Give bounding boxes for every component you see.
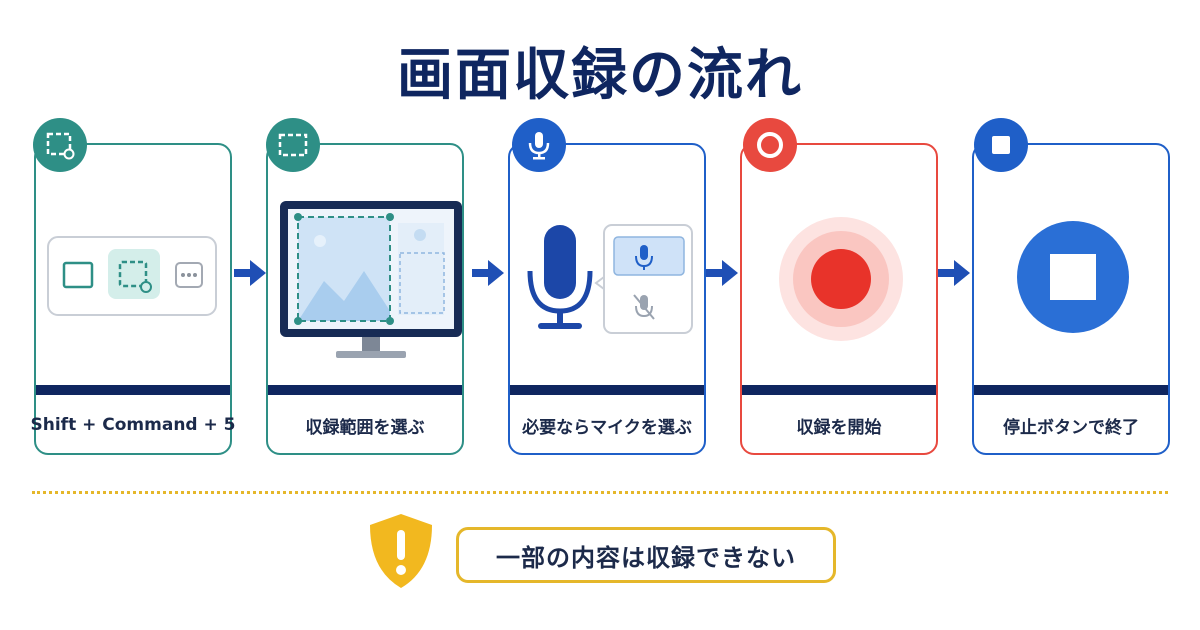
stop-icon: [974, 118, 1028, 172]
microphone-selection-illustration: [527, 224, 693, 334]
step-label: Shift + Command + 5: [30, 415, 236, 435]
page-title: 画面収録の流れ: [397, 43, 803, 108]
step-card-select-area: 収録範囲を選ぶ: [266, 143, 464, 455]
stop-button-illustration: [1017, 221, 1129, 333]
screenshot-selection-icon: [33, 118, 87, 172]
window-capture-icon: [62, 261, 94, 289]
screenshot-toolbar-illustration: [47, 236, 217, 316]
dashed-rectangle-icon: [266, 118, 320, 172]
step-card-microphone: 必要ならマイクを選ぶ: [508, 143, 706, 455]
step-label: 必要ならマイクを選ぶ: [522, 417, 692, 438]
record-button-illustration: [779, 217, 903, 341]
monitor-selection-illustration: [280, 201, 462, 358]
warning-message: 一部の内容は収録できない: [456, 527, 836, 583]
arrow-right-icon: [706, 260, 738, 286]
arrow-right-icon: [938, 260, 970, 286]
step-label: 収録範囲を選ぶ: [305, 417, 425, 438]
arrow-right-icon: [234, 260, 266, 286]
step-label: 収録を開始: [796, 417, 882, 438]
selection-capture-icon: [118, 260, 148, 288]
warning-shield-icon: [370, 514, 432, 588]
step-card-start-recording: 収録を開始: [740, 143, 938, 455]
section-divider: [32, 491, 1168, 494]
selection-capture-highlight: [108, 249, 160, 299]
microphone-icon: [512, 118, 566, 172]
record-icon: [743, 118, 797, 172]
step-card-stop-recording: 停止ボタンで終了: [972, 143, 1170, 455]
more-options-icon: [175, 262, 203, 288]
step-label: 停止ボタンで終了: [1003, 417, 1139, 438]
arrow-right-icon: [472, 260, 504, 286]
step-card-shortcut: Shift + Command + 5: [30, 143, 236, 455]
